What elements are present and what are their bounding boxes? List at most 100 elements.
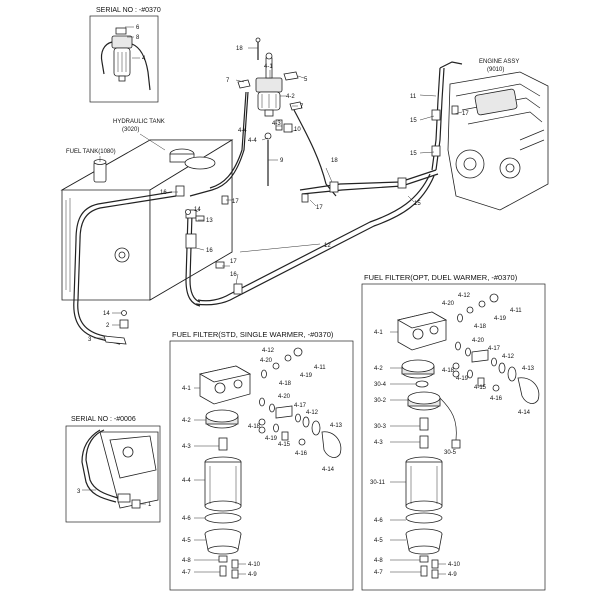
callout-label: 4-13 <box>522 366 535 372</box>
serial-inset-top-frame <box>89 15 159 103</box>
callout-label: 7 <box>300 104 304 110</box>
std-filter-element <box>204 456 242 512</box>
engine-assy <box>447 71 549 211</box>
line-supply-b <box>209 91 247 189</box>
fitting-2 <box>119 319 129 329</box>
opt-filter-head <box>396 311 448 351</box>
callout-label: 13 <box>206 218 213 224</box>
callout-label: 4-12 <box>262 348 275 354</box>
fitting-7 <box>237 79 251 89</box>
callout-label: 4-6 <box>374 518 383 524</box>
callout-label: 4-1 <box>374 330 383 336</box>
line-16-upper <box>299 169 437 191</box>
panel-opt-frame <box>361 283 546 591</box>
callout-label: 4-1 <box>264 64 273 70</box>
callout-label: 4-3 <box>374 440 383 446</box>
callout-label: 5 <box>304 77 308 83</box>
line-12-a <box>197 173 431 302</box>
opt-bowl-4-5 <box>405 528 443 555</box>
serial-inset-bottom-title: SERIAL NO : -#0006 <box>71 416 136 423</box>
std-part-4-14 <box>321 431 342 458</box>
callout-label: 4 <box>142 56 146 62</box>
callout-label: 4-19 <box>494 316 507 322</box>
main-fuel-filter <box>255 52 283 117</box>
line-vertical-b <box>185 213 201 307</box>
callout-label: 4-3 <box>182 444 191 450</box>
fuel-tank-neck <box>93 161 107 183</box>
callout-label: 17 <box>316 205 323 211</box>
callout-label: 4-19 <box>300 373 313 379</box>
callout-label: 4-4 <box>248 138 257 144</box>
line-16-upper-b <box>301 173 439 195</box>
engine-assy-label-1: ENGINE ASSY <box>479 59 519 65</box>
callout-label: 4-17 <box>488 346 501 352</box>
callout-label: 14 <box>194 207 201 213</box>
callout-label: 4-7 <box>374 570 383 576</box>
callout-label: 30-11 <box>370 480 386 486</box>
panel-std-fuel-filter: FUEL FILTER(STD, SINGLE WARMER, -#0370) <box>169 330 354 591</box>
panel-std-frame <box>169 340 354 591</box>
opt-oring-4-6 <box>405 512 443 524</box>
callout-label: 7 <box>226 78 230 84</box>
callout-label: 4-10 <box>248 562 261 568</box>
engine-assy-label-2: (9010) <box>487 67 504 73</box>
callout-label: 4-6 <box>182 516 191 522</box>
fitting-5 <box>283 71 299 81</box>
callout-label: 4-5 <box>374 538 383 544</box>
callout-label: 8 <box>136 35 140 41</box>
callout-label: 4-4 <box>238 128 247 134</box>
serial-inset-top-title: SERIAL NO : -#0370 <box>96 7 161 14</box>
callout-label: 4-20 <box>260 358 273 364</box>
callout-label: 4-16 <box>490 396 503 402</box>
callout-label: 16 <box>230 272 237 278</box>
panel-std-title: FUEL FILTER(STD, SINGLE WARMER, -#0370) <box>172 330 334 339</box>
callout-label: 4-18 <box>279 381 292 387</box>
washer-14 <box>121 310 127 316</box>
callout-label: 9 <box>280 158 284 164</box>
callout-label: 11 <box>410 94 417 100</box>
opt-wire-30-5 <box>439 397 457 441</box>
callout-label: 4-17 <box>294 403 307 409</box>
callout-label: 30-2 <box>374 398 387 404</box>
opt-part-4-14 <box>517 377 540 404</box>
serial-inset-bottom: SERIAL NO : -#0006 3 1 <box>65 416 161 523</box>
std-bowl-4-5 <box>204 528 242 555</box>
opt-filter-element <box>405 456 443 512</box>
callout-label: 4-18 <box>474 324 487 330</box>
inset-hose <box>85 429 119 499</box>
callout-label: 3 <box>88 337 92 343</box>
callout-label: 4-4 <box>182 478 191 484</box>
callout-label: 30-5 <box>444 450 457 456</box>
callout-label: 4-12 <box>458 293 471 299</box>
std-filter-head <box>198 365 252 405</box>
panel-opt-fuel-filter: FUEL FILTER(OPT, DUEL WARMER, -#0370) <box>361 273 546 591</box>
hydraulic-tank-port <box>184 156 216 170</box>
callout-label: 18 <box>331 158 338 164</box>
opt-warmer-30-2 <box>407 391 441 411</box>
callout-label: 4-14 <box>518 410 531 416</box>
clamp <box>185 233 197 249</box>
callout-label: 4-19 <box>456 376 469 382</box>
main-assembly: HYDRAULIC TANK (3020) FUEL TANK(1080) EN… <box>60 37 549 345</box>
callout-label: 12 <box>324 243 331 249</box>
callout-label: 4-2 <box>182 418 191 424</box>
tank-block <box>60 139 234 301</box>
clamp <box>431 109 441 121</box>
callout-label: 30-4 <box>374 382 387 388</box>
opt-part-4-2 <box>401 359 435 379</box>
inset-hose-right <box>131 43 151 91</box>
callout-label: 4-20 <box>442 301 455 307</box>
callout-label: 4-9 <box>248 572 257 578</box>
callout-label: 3 <box>77 489 81 495</box>
hydraulic-tank-label-2: (3020) <box>122 127 139 133</box>
std-part-4-2 <box>205 409 239 429</box>
callout-label: 6 <box>136 25 140 31</box>
std-oring-4-6 <box>204 512 242 524</box>
callout-label: 4-20 <box>278 394 291 400</box>
callout-label: 1 <box>148 502 152 508</box>
callout-label: 4-2 <box>286 94 295 100</box>
callout-label: 4-11 <box>314 365 326 371</box>
callout-label: 4-18 <box>442 368 455 374</box>
opt-part-30-4 <box>415 380 429 388</box>
